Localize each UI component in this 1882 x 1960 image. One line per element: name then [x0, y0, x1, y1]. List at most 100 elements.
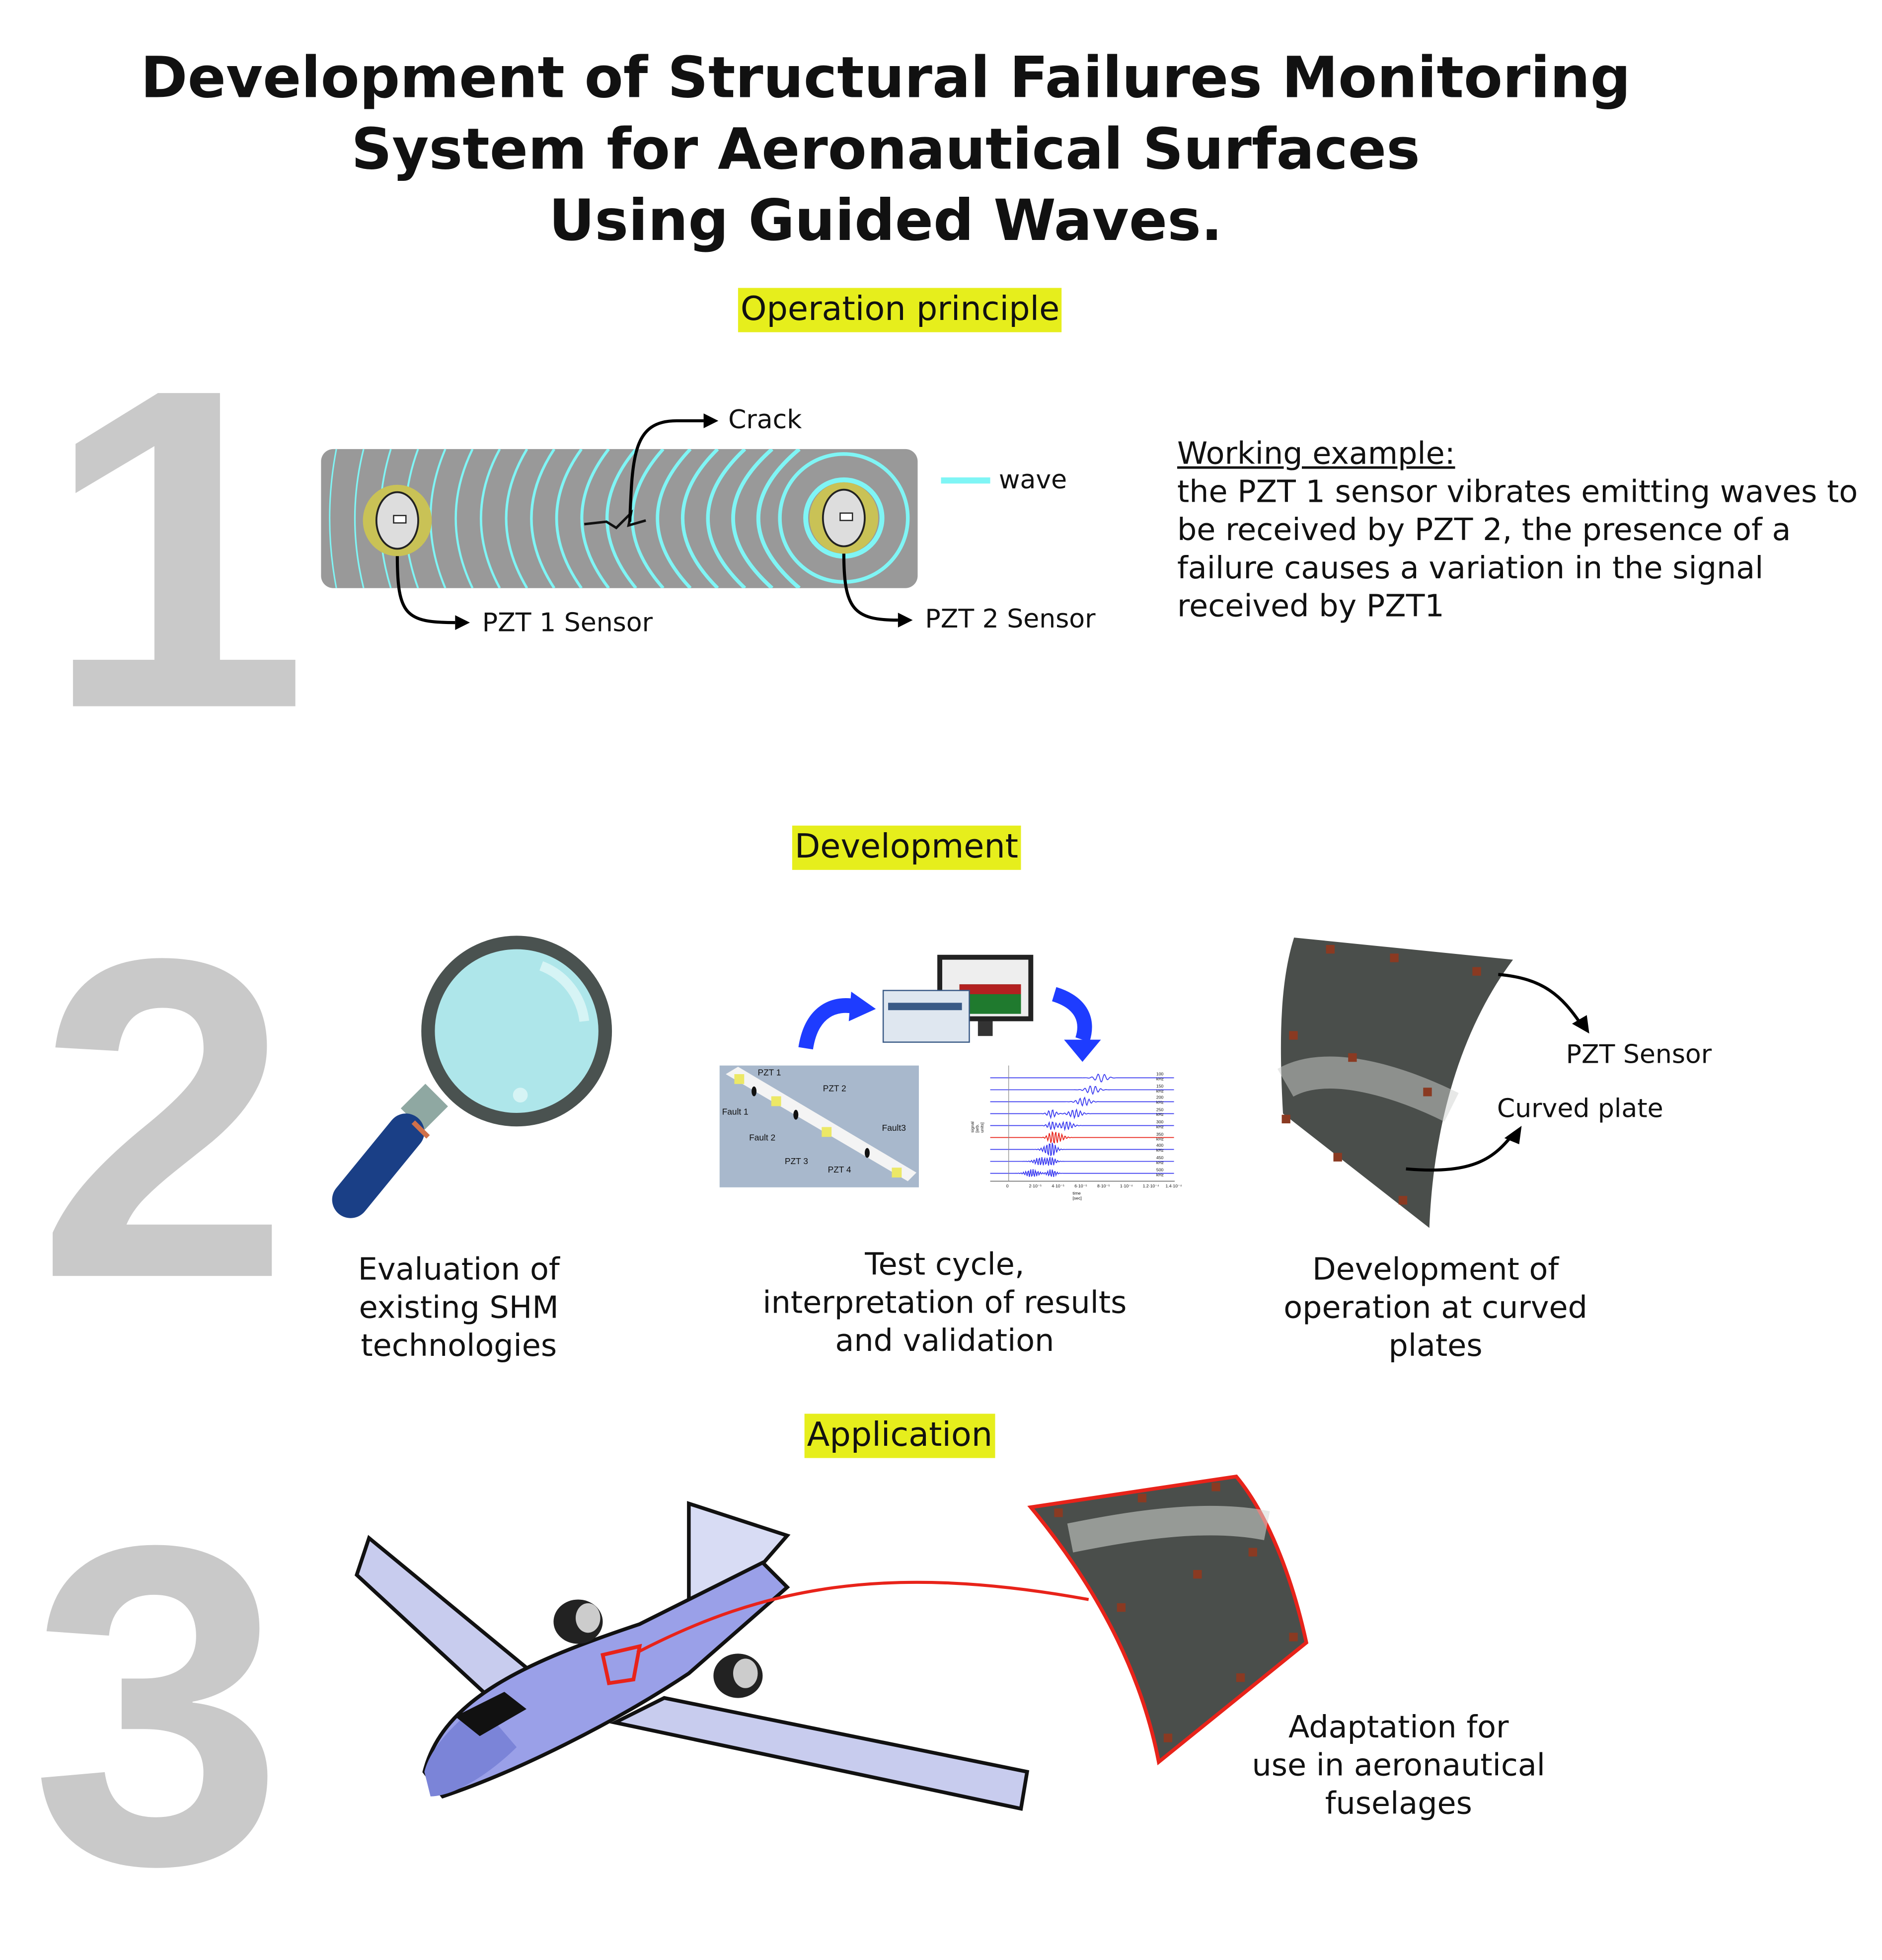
section-number-1: 1	[43, 295, 309, 804]
working-line: received by PZT1	[1177, 588, 1444, 624]
main-title: Development of Structural Failures Monit…	[0, 42, 1771, 256]
section-heading-operation: Operation principle	[738, 288, 1062, 332]
working-example: Working example: the PZT 1 sensor vibrat…	[1177, 434, 1858, 625]
signal-trace	[990, 1073, 1174, 1083]
frequency-label: 150 kHz	[1156, 1084, 1164, 1094]
x-tick-label: 1.4·10⁻⁴	[1165, 1183, 1182, 1189]
wave-line	[354, 449, 365, 588]
wave-line	[580, 449, 610, 588]
crack-icon	[584, 509, 646, 530]
caption-line: fuselages	[1325, 1785, 1472, 1821]
magnifier-icon	[332, 936, 612, 1218]
crack-label: Crack	[728, 404, 802, 435]
daq-computer-icon	[882, 954, 1034, 1043]
pzt-sensor-label: PZT Sensor	[1566, 1039, 1712, 1070]
blue-arrow-icon	[798, 998, 857, 1050]
section-number-2: 2	[37, 864, 290, 1373]
working-line: be received by PZT 2, the presence of a	[1177, 512, 1791, 548]
wave-line	[731, 449, 774, 588]
wave-legend-swatch	[941, 477, 990, 484]
x-tick-label: 1.2·10⁻⁴	[1142, 1183, 1159, 1189]
title-line: Using Guided Waves.	[548, 187, 1223, 254]
wave-line	[454, 449, 474, 588]
caption-line: interpretation of results	[762, 1284, 1127, 1321]
photo-label: Fault 2	[749, 1134, 776, 1143]
signal-trace	[990, 1120, 1174, 1131]
wave-line	[706, 449, 747, 588]
x-tick-label: 1·10⁻⁴	[1120, 1183, 1133, 1189]
wave-line	[530, 449, 556, 588]
caption-line: technologies	[361, 1328, 557, 1363]
caption-curved-plates: Development of operation at curved plate…	[1251, 1250, 1620, 1364]
wave-line	[555, 449, 583, 588]
red-connector-line	[636, 1580, 1089, 1654]
frequency-label: 250 kHz	[1156, 1107, 1164, 1117]
plate-photo-labels: PZT 1 PZT 2 Fault 1 Fault 2 PZT 3 Fault3…	[720, 1066, 919, 1187]
signal-trace	[990, 1108, 1174, 1119]
pzt1-label: PZT 1 Sensor	[482, 608, 653, 637]
caption-line: Evaluation of	[358, 1251, 560, 1287]
signal-trace	[990, 1096, 1174, 1107]
photo-label: Fault3	[882, 1124, 906, 1133]
section-number-3: 3	[30, 1452, 284, 1960]
frequency-label: 350 kHz	[1156, 1131, 1164, 1141]
signal-plot	[990, 1065, 1175, 1182]
frequency-label: 200 kHz	[1156, 1096, 1164, 1105]
fuselage-plate	[1027, 1474, 1309, 1766]
caption-adaptation: Adaptation for use in aeronautical fusel…	[1214, 1708, 1583, 1822]
frequency-label: 400 kHz	[1156, 1143, 1164, 1153]
caption-line: operation at curved	[1283, 1289, 1587, 1326]
wave-line	[656, 449, 692, 588]
pzt2-sensor-icon	[809, 482, 879, 554]
signal-trace	[990, 1131, 1174, 1144]
signal-trace	[990, 1142, 1174, 1156]
caption-line: plates	[1388, 1328, 1483, 1363]
caption-line: Test cycle,	[865, 1246, 1025, 1282]
wave-line	[505, 449, 528, 588]
operation-diagram	[321, 413, 990, 630]
photo-label: PZT 2	[823, 1085, 846, 1094]
signal-trace	[990, 1169, 1174, 1177]
x-tick-label: 8·10⁻⁵	[1097, 1183, 1110, 1189]
caption-line: use in aeronautical	[1252, 1747, 1546, 1783]
curved-plate	[1278, 938, 1513, 1228]
blue-arrow-icon	[1052, 987, 1092, 1042]
working-line: the PZT 1 sensor vibrates emitting waves…	[1177, 473, 1858, 510]
photo-label: PZT 1	[757, 1069, 781, 1078]
title-line: Development of Structural Failures Monit…	[141, 44, 1631, 111]
frequency-label: 300 kHz	[1156, 1119, 1164, 1129]
x-tick-label: 4·10⁻⁵	[1052, 1183, 1064, 1189]
x-axis-label: time [sec]	[1072, 1191, 1082, 1201]
signal-trace	[990, 1086, 1174, 1096]
wave-line	[756, 449, 801, 588]
wave-line	[681, 449, 719, 588]
photo-label: Fault 1	[722, 1108, 749, 1117]
development-graphics	[332, 936, 1589, 1228]
working-line: failure causes a variation in the signal	[1177, 549, 1764, 586]
caption-line: Development of	[1312, 1251, 1559, 1287]
plate-photo	[719, 1065, 919, 1187]
x-tick-label: 2·10⁻⁵	[1029, 1183, 1042, 1189]
wave-line	[329, 449, 337, 588]
wave-line	[630, 449, 665, 588]
frequency-label: 100 kHz	[1156, 1072, 1164, 1082]
wave-legend-label: wave	[998, 465, 1067, 495]
caption-test-cycle: Test cycle, interpretation of results an…	[699, 1245, 1191, 1359]
caption-line: Adaptation for	[1288, 1709, 1509, 1745]
signal-trace	[990, 1157, 1174, 1166]
x-tick-label: 0	[1006, 1183, 1009, 1189]
caption-line: existing SHM	[359, 1289, 559, 1326]
caption-line: and validation	[835, 1323, 1054, 1359]
wave-line	[605, 449, 637, 588]
title-line: System for Aeronautical Surfaces	[351, 115, 1420, 182]
photo-label: PZT 3	[785, 1158, 808, 1167]
frequency-label: 450 kHz	[1156, 1155, 1164, 1165]
section-heading-development: Development	[792, 825, 1021, 870]
wave-line	[479, 449, 501, 588]
working-example-title: Working example:	[1177, 435, 1455, 471]
curved-plate-label: Curved plate	[1497, 1094, 1663, 1124]
x-tick-label: 6·10⁻⁵	[1074, 1183, 1087, 1189]
pzt2-label: PZT 2 Sensor	[925, 604, 1096, 634]
